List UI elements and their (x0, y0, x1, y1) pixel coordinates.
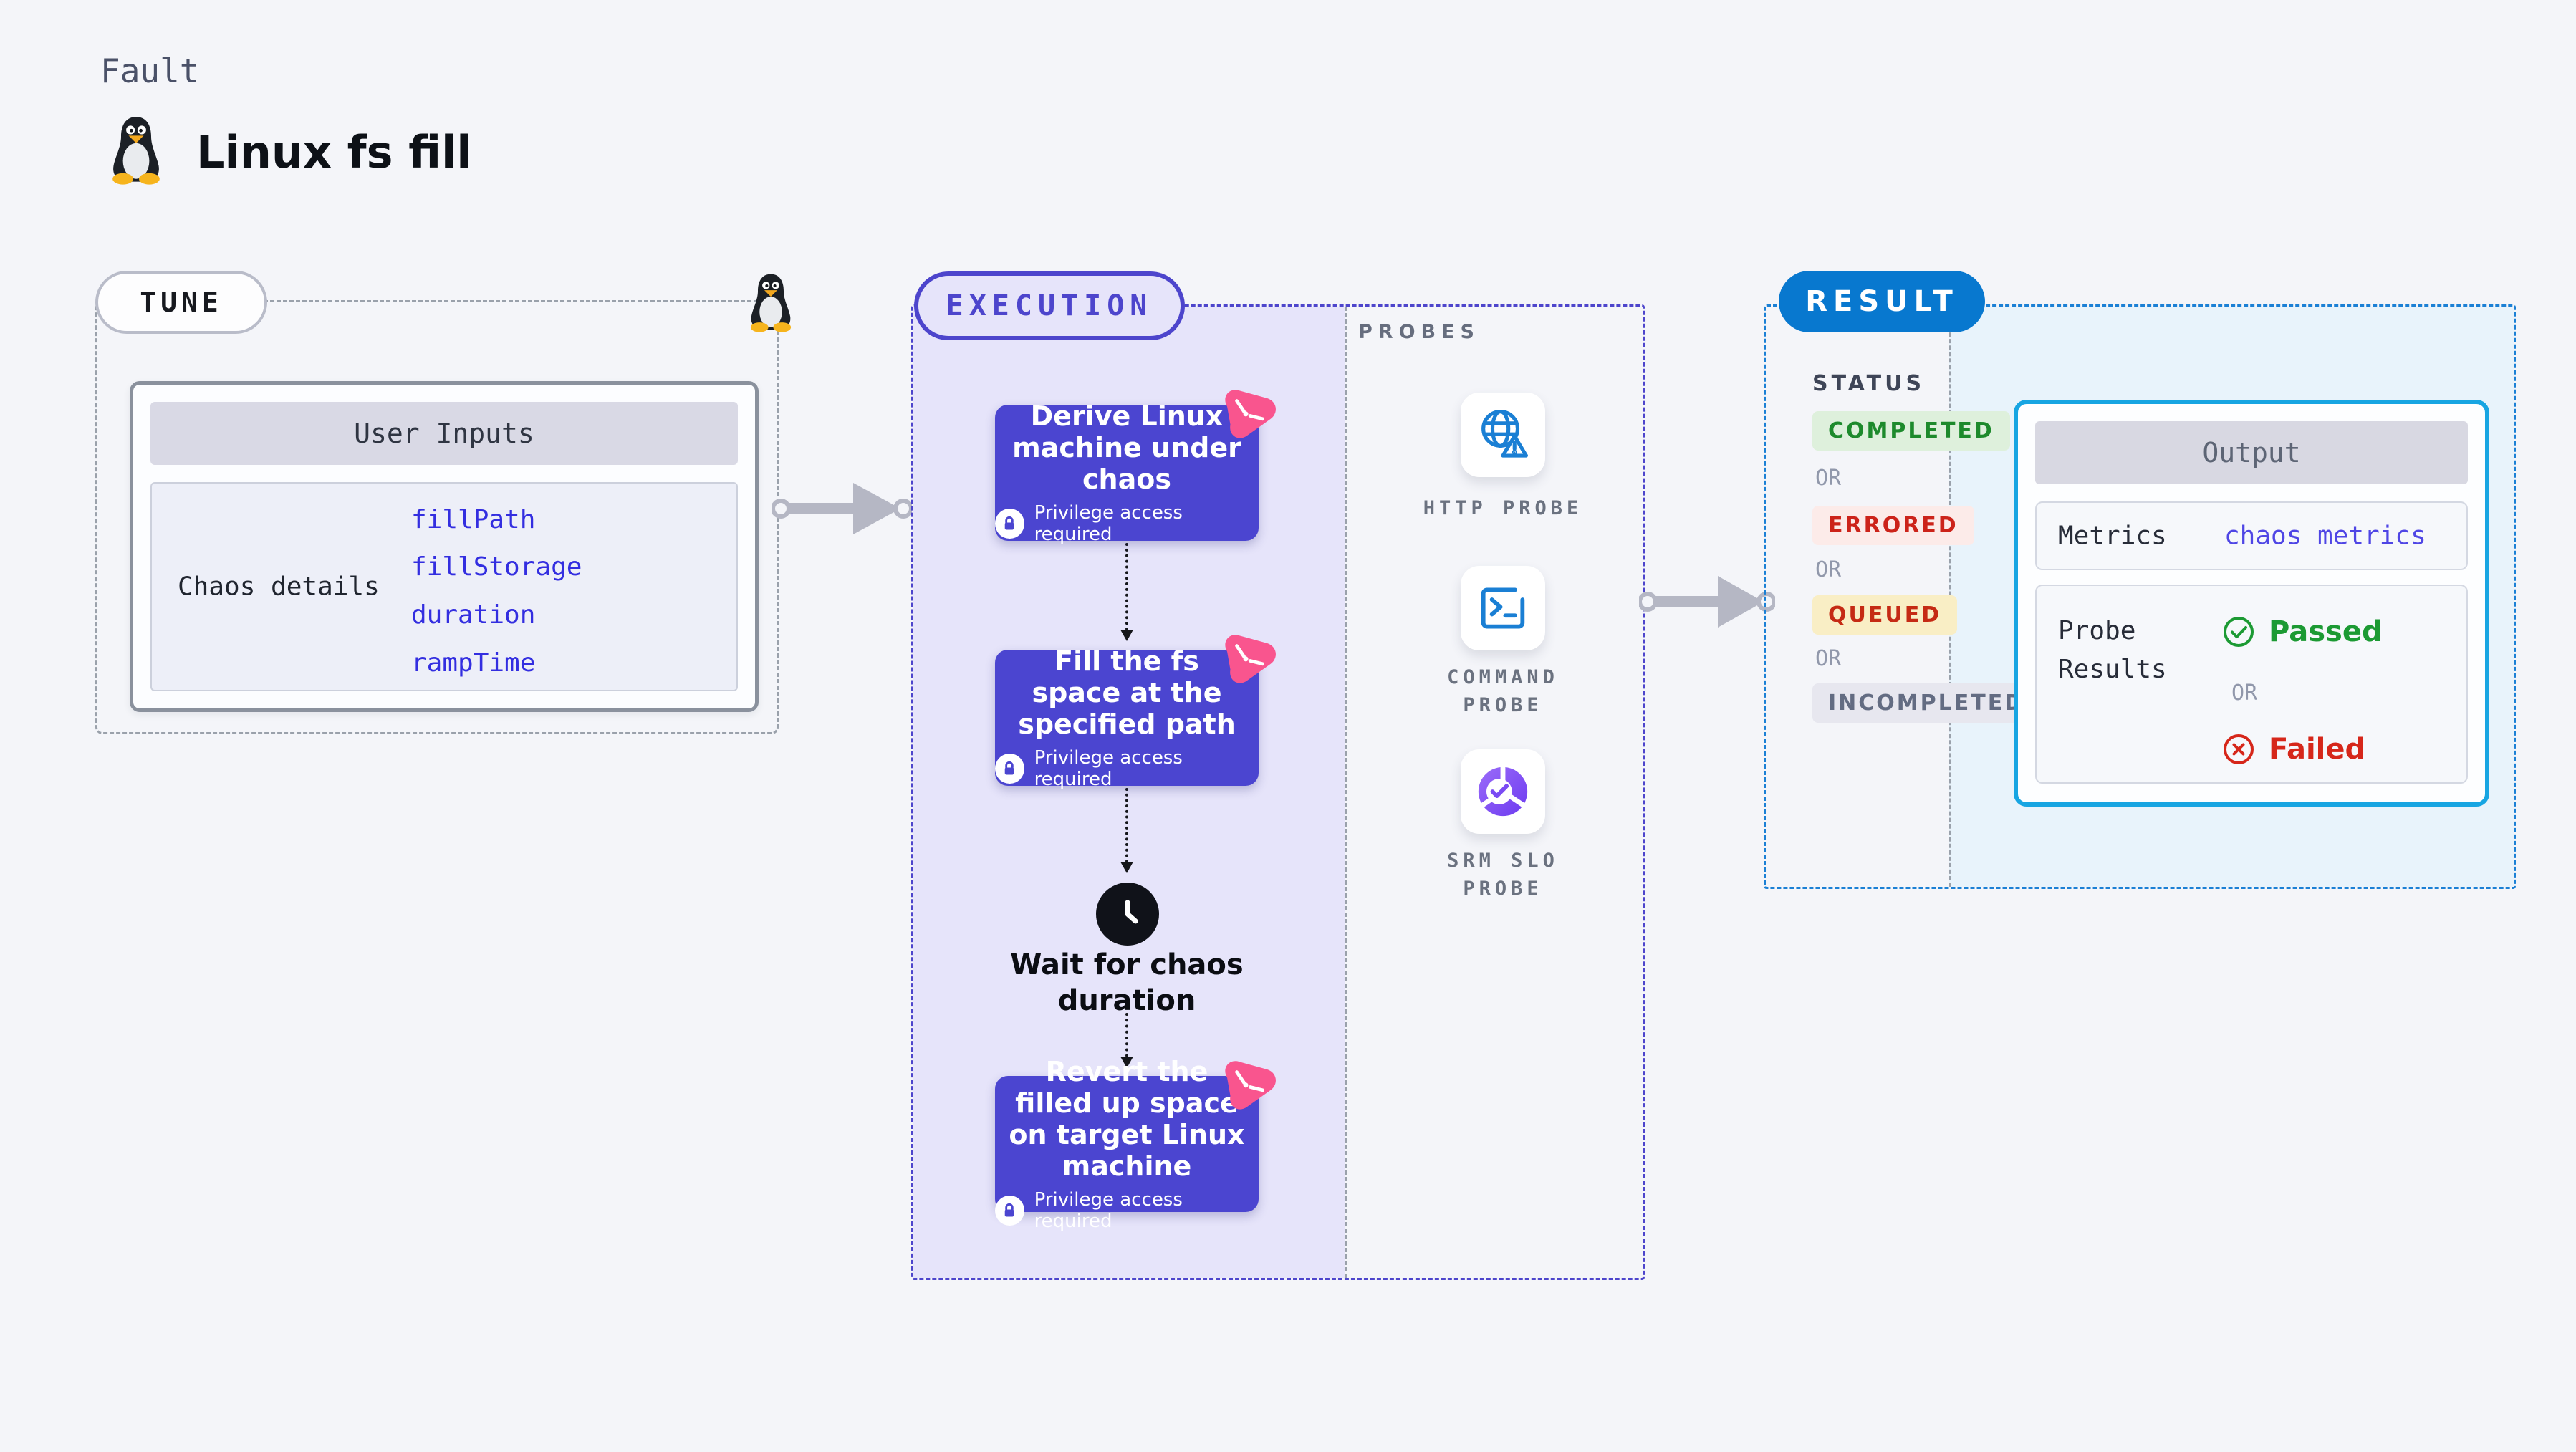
user-inputs-title: User Inputs (150, 402, 738, 465)
privilege-row: Privilege access required (995, 747, 1259, 790)
flow-connector (1120, 1013, 1133, 1068)
privilege-row: Privilege access required (995, 1189, 1259, 1232)
failed-result: Failed (2221, 732, 2365, 766)
probe-results-row: Probe Results Passed OR Failed (2035, 585, 2468, 784)
status-label: STATUS (1812, 371, 1926, 396)
srm-slo-probe-card (1461, 749, 1545, 834)
tux-linux-icon (112, 117, 160, 185)
step-title: Fill the fs space at the specified path (1018, 645, 1236, 741)
status-queued-badge: QUEUED (1812, 595, 1958, 635)
page-title: Linux fs fill (196, 126, 472, 178)
status-completed-badge: COMPLETED (1812, 411, 2010, 451)
or-separator: OR (1815, 466, 1842, 491)
chaos-metrics-link: chaos metrics (2224, 521, 2426, 551)
clock-icon (1096, 883, 1159, 946)
status-errored-badge: ERRORED (1812, 506, 1974, 545)
globe-alert-icon (1481, 409, 1529, 458)
param-duration: duration (411, 600, 536, 630)
status-incompleted-badge: INCOMPLETED (1812, 683, 2041, 723)
or-separator: OR (1815, 557, 1842, 582)
param-fillpath: fillPath (411, 505, 536, 534)
arrow-tune-to-execution (772, 483, 912, 534)
result-badge: RESULT (1779, 271, 1985, 332)
step-title: Derive Linux machine under chaos (1012, 400, 1241, 496)
step-fill-fs: Fill the fs space at the specified path … (995, 635, 1276, 790)
http-probe-card (1461, 393, 1545, 477)
step-revert-space: Revert the filled up space on target Lin… (995, 1056, 1276, 1232)
probe-results-label: Probe Results (2058, 616, 2167, 684)
user-inputs-card: User Inputs Chaos details fillPath fillS… (130, 381, 759, 712)
execution-probes-divider (1345, 307, 1347, 1278)
passed-result: Passed (2221, 615, 2383, 649)
param-fillstorage: fillStorage (411, 552, 582, 582)
execution-badge: EXECUTION (914, 271, 1185, 340)
srm-slo-probe-label: SRM SLO PROBE (1447, 850, 1559, 900)
privilege-note: Privilege access required (1034, 747, 1183, 791)
or-separator: OR (2231, 681, 2258, 706)
x-circle-icon (2224, 734, 2254, 764)
metrics-label: Metrics (2058, 521, 2167, 551)
check-circle-icon (2224, 617, 2254, 647)
chaos-fault-icon (1225, 390, 1276, 438)
command-probe-card (1461, 566, 1545, 650)
terminal-icon (1481, 587, 1525, 629)
arrow-probes-to-result (1639, 576, 1775, 628)
http-probe-label: HTTP PROBE (1423, 497, 1583, 519)
wait-for-chaos-label: Wait for chaos duration (1010, 948, 1244, 1017)
fault-kicker: Fault (100, 52, 200, 90)
step-derive-machine: Derive Linux machine under chaos Privile… (995, 390, 1276, 545)
lock-icon (995, 1196, 1024, 1226)
flow-connector (1120, 543, 1133, 641)
privilege-note: Privilege access required (1034, 502, 1183, 546)
lock-icon (995, 754, 1024, 784)
lock-icon (995, 509, 1024, 539)
chaos-fault-icon (1225, 635, 1276, 683)
tux-linux-icon-small (750, 274, 792, 332)
step-title: Revert the filled up space on target Lin… (1009, 1055, 1245, 1183)
chaos-fault-icon (1225, 1061, 1276, 1110)
slo-donut-icon (1478, 766, 1528, 817)
command-probe-label: COMMAND PROBE (1447, 666, 1559, 717)
param-ramptime: rampTime (411, 648, 536, 678)
output-title: Output (2035, 421, 2468, 484)
probes-section-label: PROBES (1358, 321, 1481, 343)
chaos-details-panel: Chaos details fillPath fillStorage durat… (150, 482, 738, 691)
output-card: Output Metrics chaos metrics Probe Resul… (2014, 400, 2489, 807)
passed-label: Passed (2269, 615, 2383, 648)
chaos-details-label: Chaos details (178, 572, 380, 602)
failed-label: Failed (2269, 733, 2366, 766)
privilege-row: Privilege access required (995, 502, 1259, 545)
or-separator: OR (1815, 646, 1842, 671)
privilege-note: Privilege access required (1034, 1189, 1183, 1233)
tune-badge: TUNE (95, 271, 267, 334)
metrics-row: Metrics chaos metrics (2035, 501, 2468, 570)
flow-connector (1120, 788, 1133, 873)
